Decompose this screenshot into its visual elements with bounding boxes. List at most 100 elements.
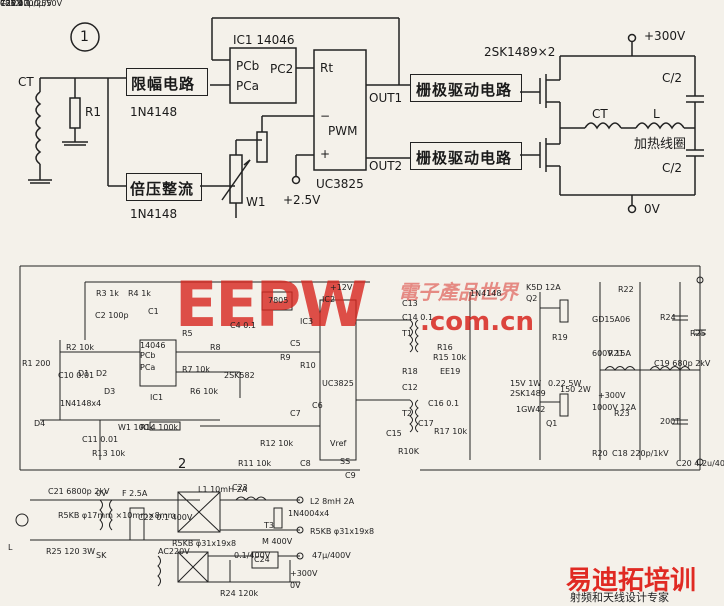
schematic-label: R18 xyxy=(402,367,418,376)
plus-2v5-label: +2.5V xyxy=(283,193,321,207)
doubler-diode-label: 1N4148 xyxy=(130,207,178,221)
pwm-plus: + xyxy=(320,147,331,161)
limiter-diode-label: 1N4148 xyxy=(130,105,178,119)
limiter-circuit-label: 限幅电路 xyxy=(131,75,196,93)
schematic-label: R19 xyxy=(552,333,568,342)
schematic-label: R9 xyxy=(280,353,291,362)
schematic-label: C25 1000μ/50V xyxy=(0,0,63,8)
schematic-label: C22 0.1 400V xyxy=(138,513,193,522)
pwm-label: PWM xyxy=(328,124,358,138)
gate-driver-2-label: 栅极驱动电路 xyxy=(416,149,513,167)
c2-bot-label: C/2 xyxy=(662,161,683,175)
schematic-label: T1 xyxy=(402,329,412,338)
schematic-label: UC3825 xyxy=(322,379,354,388)
schematic-label: 7805 xyxy=(268,296,289,305)
schematic-label: 7812 xyxy=(0,0,21,8)
schematic-label: C24 xyxy=(254,555,270,564)
schematic-label: R11 10k xyxy=(238,459,272,468)
schematic-label: C9 xyxy=(345,471,356,480)
schematic-label: C20 4.2u/400V xyxy=(676,459,724,468)
schematic-label: AC220V xyxy=(158,547,190,556)
schematic-label: 0V xyxy=(290,581,301,590)
schematic-label: C17 xyxy=(418,419,434,428)
schematic-label: Q1 xyxy=(546,419,558,428)
gate-driver-1-label: 栅极驱动电路 xyxy=(416,81,513,99)
out1-label: OUT1 xyxy=(369,91,403,105)
schematic-label: L2 8mH 2A xyxy=(310,497,355,506)
schematic-label: PCa xyxy=(140,363,156,372)
schematic-label: C14 0.1 xyxy=(402,313,434,322)
eepw-logo-watermark: EEPW xyxy=(175,268,368,341)
schematic-label: 0.22 5W xyxy=(548,379,582,388)
schematic-label: R6 10k xyxy=(190,387,219,396)
schematic-label: C6 xyxy=(312,401,323,410)
schematic-label: R1 200 xyxy=(22,359,51,368)
r1-label: R1 xyxy=(85,105,101,119)
schematic-label: Vref xyxy=(330,439,347,448)
schematic-label: 47μ/400V xyxy=(312,551,351,560)
plus-300v-label: +300V xyxy=(644,29,686,43)
schematic-label: L1 10mH 2A xyxy=(198,485,248,494)
ct-label: CT xyxy=(18,75,34,89)
schematic-label: R8 xyxy=(210,343,221,352)
schematic-label: 0.1/400V xyxy=(234,551,271,560)
schematic-label: T2 xyxy=(402,409,412,418)
schematic-label: +300V xyxy=(598,391,626,400)
schematic-label: D1 xyxy=(78,369,90,378)
schematic-label: R16 xyxy=(437,343,453,352)
schematic-label: R3 1k xyxy=(96,289,119,298)
schematic-label: R12 10k xyxy=(260,439,294,448)
schematic-label: L xyxy=(8,543,13,552)
zero-v-label: 0V xyxy=(644,202,660,216)
footer-logo: 易迪拓培训 xyxy=(566,566,697,596)
schematic-label: SS xyxy=(340,457,351,466)
schematic-label: 2SK582 xyxy=(224,371,255,380)
schematic-label: C26 47μ/25V xyxy=(0,0,52,8)
schematic-label: M 400V xyxy=(262,537,293,546)
voltage-doubler-label: 倍压整流 xyxy=(130,180,195,198)
schematic-label: 1GW42 xyxy=(516,405,546,414)
limiter-circuit-box xyxy=(126,68,208,96)
schematic-label: C12 xyxy=(402,383,418,392)
schematic-label: C10 0.01 xyxy=(58,371,95,380)
mosfet-label: 2SK1489×2 xyxy=(484,45,556,59)
schematic-label: C23 xyxy=(232,483,248,492)
ic1-pc2: PC2 xyxy=(270,62,294,76)
schematic-label: +12V xyxy=(330,283,353,292)
schematic-label: IC1 xyxy=(150,393,164,402)
schematic-label: R5KB φ17mm ×10mm×8mm xyxy=(58,511,176,520)
schematic-label: D4 xyxy=(34,419,46,428)
schematic-label: R10 xyxy=(300,361,316,370)
schematic-label: R25 xyxy=(690,329,706,338)
diagram-number-1: 1 xyxy=(80,29,89,45)
schematic-label: R23 xyxy=(614,409,630,418)
pwm-minus: − xyxy=(320,109,331,123)
schematic-label: R15 10k xyxy=(433,353,467,362)
schematic-label: R22 xyxy=(618,285,634,294)
diagram-number-2: 2 xyxy=(178,457,187,472)
schematic-label: 1000V 12A xyxy=(592,403,637,412)
schematic-label: C15 xyxy=(386,429,402,438)
schematic-label: Q2 xyxy=(526,294,538,303)
ic1-title: IC1 14046 xyxy=(233,33,295,47)
schematic-label: R17 10k xyxy=(434,427,468,436)
schematic-label: R5KB φ31x19x8 xyxy=(310,527,375,536)
out2-label: OUT2 xyxy=(369,159,403,173)
schematic-label: C2 100p xyxy=(95,311,129,320)
footer-tagline: 射频和天线设计专家 xyxy=(570,591,669,604)
c2-top-label: C/2 xyxy=(662,71,683,85)
schematic-label: C18 220p/1kV xyxy=(612,449,669,458)
schematic-label: 200T xyxy=(660,417,681,426)
schematic-label: C19 680p 2kV xyxy=(654,359,711,368)
schematic-label: C4 0.1 xyxy=(230,321,256,330)
schematic-label: 14046 xyxy=(140,341,166,350)
schematic-label: 1N4004x4 xyxy=(288,509,330,518)
schematic-label: C7 xyxy=(290,409,301,418)
ic1-pca: PCa xyxy=(236,79,259,93)
schematic-label: R25 120 3W xyxy=(46,547,96,556)
schematic-label: R10K xyxy=(398,447,419,456)
